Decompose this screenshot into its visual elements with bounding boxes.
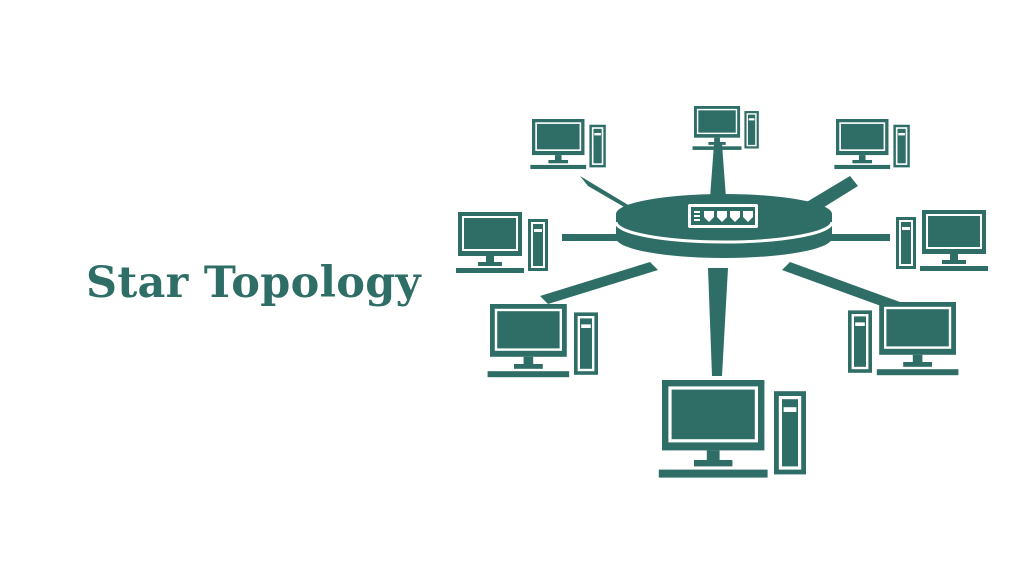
slide-title: Star Topology bbox=[86, 258, 421, 308]
link-bottom-right bbox=[782, 262, 900, 310]
computer-icon-top-left bbox=[529, 118, 607, 170]
computer-icon-top bbox=[691, 105, 760, 151]
switch-port-panel bbox=[688, 204, 758, 228]
computer-icon-top-right bbox=[833, 118, 911, 170]
computer-icon-bottom-left bbox=[486, 302, 600, 379]
link-right bbox=[826, 234, 890, 241]
computer-icon-bottom-right bbox=[848, 302, 958, 375]
network-switch bbox=[614, 194, 834, 258]
computer-icon-left bbox=[455, 211, 549, 274]
link-bottom bbox=[708, 268, 728, 376]
link-bottom-left bbox=[540, 262, 658, 304]
computer-icon-right bbox=[896, 210, 988, 271]
computer-icon-bottom bbox=[657, 378, 808, 480]
link-left bbox=[562, 234, 622, 241]
